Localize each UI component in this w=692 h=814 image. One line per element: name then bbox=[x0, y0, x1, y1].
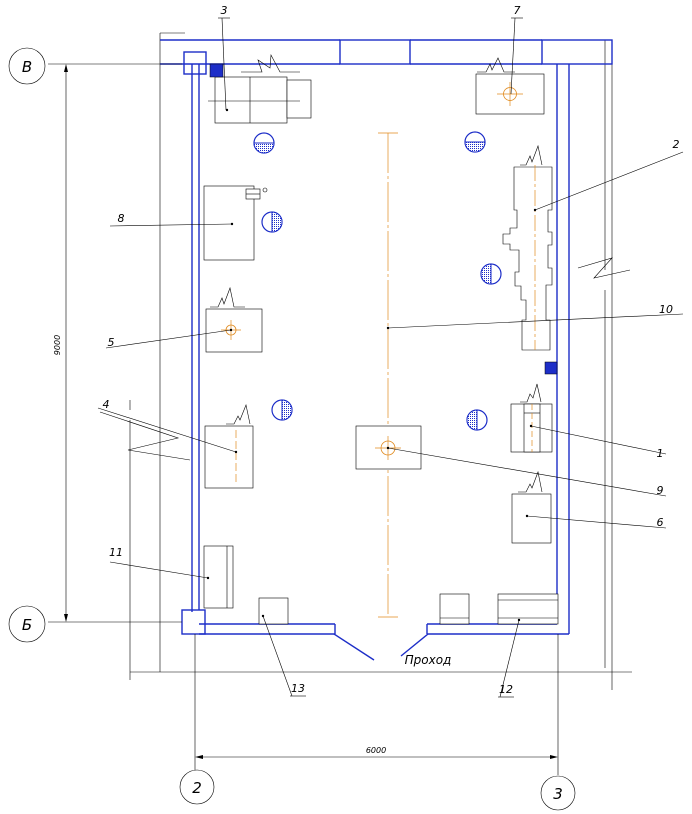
label-3: 3 bbox=[221, 4, 228, 17]
lamp-icon bbox=[480, 263, 502, 285]
label-1: 1 bbox=[657, 447, 664, 460]
label-13: 13 bbox=[291, 682, 305, 695]
lamp-icon bbox=[464, 131, 486, 153]
equipment-11 bbox=[203, 545, 234, 609]
axis-lines bbox=[48, 63, 559, 775]
equipment-1 bbox=[510, 361, 558, 453]
equipment-6 bbox=[511, 470, 552, 544]
column-bottom-left bbox=[181, 609, 206, 635]
dimension-height: 9000 bbox=[53, 335, 62, 355]
label-2: 2 bbox=[673, 138, 680, 151]
lamp-icon bbox=[261, 211, 283, 233]
lamp-icon bbox=[466, 409, 488, 431]
passage-label: Проход bbox=[405, 653, 452, 667]
label-12: 12 bbox=[499, 683, 513, 696]
axis-label-3: 3 bbox=[553, 785, 563, 803]
axis-marker-3: 3 bbox=[540, 775, 576, 811]
axis-label-b: Б bbox=[22, 616, 32, 634]
axis-marker-2: 2 bbox=[179, 769, 215, 805]
center-line bbox=[378, 132, 398, 618]
equipment-7 bbox=[475, 57, 545, 115]
label-11: 11 bbox=[109, 546, 123, 559]
column-top-left bbox=[183, 51, 207, 75]
label-5: 5 bbox=[108, 336, 115, 349]
equipment-4 bbox=[204, 403, 254, 489]
label-4: 4 bbox=[103, 398, 110, 411]
lamp-icon bbox=[271, 399, 293, 421]
window bbox=[339, 39, 411, 65]
equipment-13 bbox=[258, 597, 289, 625]
axis-marker-v: В bbox=[8, 47, 46, 85]
equipment-12 bbox=[439, 593, 559, 625]
equipment-2 bbox=[502, 144, 553, 351]
electrical-panel-icon bbox=[209, 63, 224, 78]
equipment-3 bbox=[208, 53, 312, 124]
door-leaf-left bbox=[333, 633, 375, 661]
leader-lines bbox=[97, 17, 684, 698]
lamp-icon bbox=[253, 132, 275, 154]
label-10: 10 bbox=[659, 303, 673, 316]
corner-column-right bbox=[541, 39, 613, 65]
label-9: 9 bbox=[657, 484, 664, 497]
label-6: 6 bbox=[657, 516, 664, 529]
axis-label-v: В bbox=[22, 58, 32, 76]
axis-label-2: 2 bbox=[192, 779, 202, 797]
label-7: 7 bbox=[514, 4, 521, 17]
dimension-width: 6000 bbox=[366, 746, 386, 755]
equipment-8 bbox=[203, 185, 268, 261]
label-8: 8 bbox=[118, 212, 125, 225]
equipment-5 bbox=[205, 286, 263, 353]
axis-marker-b: Б bbox=[8, 605, 46, 643]
door-leaf-right bbox=[400, 633, 429, 657]
building-outline bbox=[99, 32, 632, 690]
